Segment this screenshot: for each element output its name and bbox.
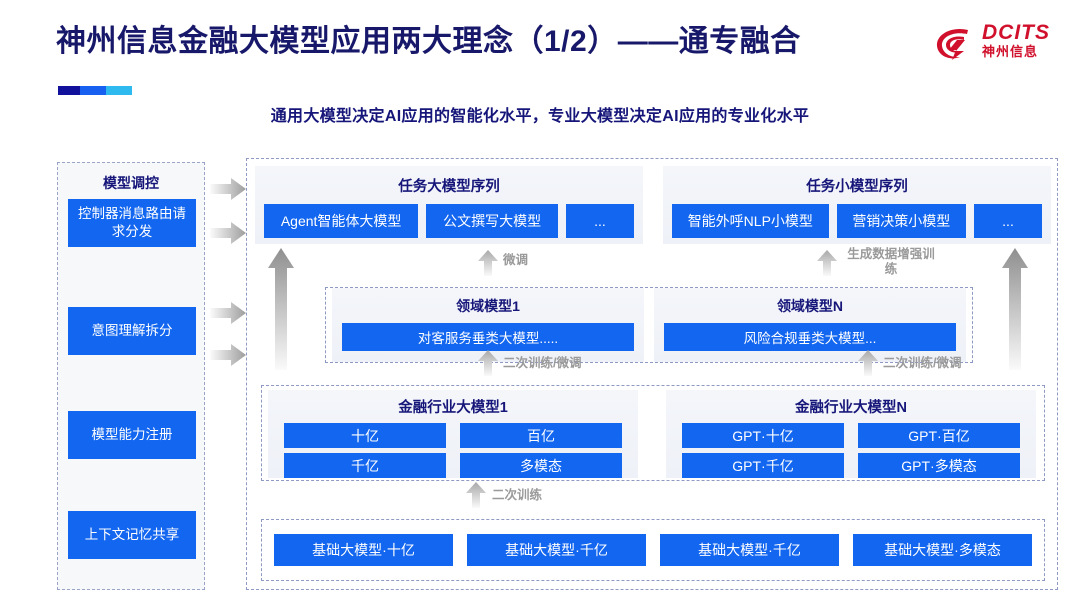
industry-cell-gpt-multimodal[interactable]: GPT·多模态 [858, 453, 1020, 478]
right-arrow-icon-2 [210, 222, 246, 244]
base-model-frame: 基础大模型·十亿 基础大模型·千亿 基础大模型·千亿 基础大模型·多模态 [261, 519, 1045, 581]
accent-segment-2 [80, 86, 106, 95]
task-box-more[interactable]: ... [566, 204, 634, 238]
task-group-title: 任务大模型序列 [398, 179, 500, 195]
domain-model-frame: 领域模型1 对客服务垂类大模型..... 领域模型N 风险合规垂类大模型... [325, 287, 973, 363]
control-panel: 模型调控 控制器消息路由请求分发 意图理解拆分 模型能力注册 上下文记忆共享 [57, 162, 205, 590]
industry-model-n: 金融行业大模型N GPT·十亿 GPT·百亿 GPT·千亿 GPT·多模态 [666, 390, 1036, 478]
task-group-title: 任务小模型序列 [806, 179, 908, 195]
industry-cell-100b[interactable]: 千亿 [284, 453, 446, 478]
industry-model-grid: 十亿 百亿 千亿 多模态 [268, 417, 638, 478]
up-arrow-icon-large-left [268, 248, 294, 370]
domain-model-title: 领域模型1 [456, 298, 520, 314]
task-group-box-row: Agent智能体大模型 公文撰写大模型 ... [255, 196, 643, 238]
right-arrow-icon-4 [210, 344, 246, 366]
arrow-label-fine-tune: 微调 [503, 253, 529, 267]
domain-model-n: 领域模型N 风险合规垂类大模型... [654, 288, 966, 362]
task-box-marketing[interactable]: 营销决策小模型 [836, 204, 967, 238]
up-arrow-icon-retrain-right [858, 350, 878, 376]
page-subtitle: 通用大模型决定AI应用的智能化水平，专业大模型决定AI应用的专业化水平 [270, 108, 810, 125]
up-arrow-icon-retrain-left [478, 350, 498, 376]
base-box-100b-a[interactable]: 基础大模型·千亿 [467, 534, 646, 566]
right-arrow-icon-3 [210, 302, 246, 324]
domain-model-box-customer-service[interactable]: 对客服务垂类大模型..... [342, 323, 634, 351]
control-item-context[interactable]: 上下文记忆共享 [68, 511, 196, 559]
base-model-row: 基础大模型·十亿 基础大模型·千亿 基础大模型·千亿 基础大模型·多模态 [262, 520, 1044, 566]
industry-model-title: 金融行业大模型1 [398, 400, 508, 416]
task-box-document[interactable]: 公文撰写大模型 [426, 204, 558, 238]
base-box-1b[interactable]: 基础大模型·十亿 [274, 534, 453, 566]
industry-model-frame: 金融行业大模型1 十亿 百亿 千亿 多模态 金融行业大模型N GPT·十亿 GP… [261, 385, 1045, 481]
accent-segment-1 [58, 86, 80, 95]
industry-model-1: 金融行业大模型1 十亿 百亿 千亿 多模态 [268, 390, 638, 478]
domain-model-1: 领域模型1 对客服务垂类大模型..... [332, 288, 644, 362]
logo-chinese-name: 神州信息 [982, 44, 1039, 59]
industry-cell-gpt-100b[interactable]: GPT·千亿 [682, 453, 844, 478]
right-arrow-icon-1 [210, 178, 246, 200]
task-group-box-row: 智能外呼NLP小模型 营销决策小模型 ... [663, 196, 1051, 238]
up-arrow-icon-retrain-base [466, 482, 486, 508]
industry-cell-multimodal[interactable]: 多模态 [460, 453, 622, 478]
arrow-label-retrain: 二次训练 [492, 488, 543, 502]
logo-text: DCITS 神州信息 [982, 22, 1050, 60]
control-item-intent[interactable]: 意图理解拆分 [68, 307, 196, 355]
up-arrow-icon-large-right [1002, 248, 1028, 370]
industry-cell-gpt-10b[interactable]: GPT·百亿 [858, 423, 1020, 448]
control-item-registry[interactable]: 模型能力注册 [68, 411, 196, 459]
industry-cell-1b[interactable]: 十亿 [284, 423, 446, 448]
base-box-multimodal[interactable]: 基础大模型·多模态 [853, 534, 1032, 566]
task-box-outbound-nlp[interactable]: 智能外呼NLP小模型 [672, 204, 829, 238]
page-title: 神州信息金融大模型应用两大理念（1/2）——通专融合 [56, 25, 801, 58]
accent-bar [58, 86, 132, 95]
industry-model-title: 金融行业大模型N [795, 400, 907, 416]
accent-segment-3 [106, 86, 132, 95]
task-group-small-models: 任务小模型序列 智能外呼NLP小模型 营销决策小模型 ... [663, 166, 1051, 244]
industry-model-grid: GPT·十亿 GPT·百亿 GPT·千亿 GPT·多模态 [666, 417, 1036, 478]
industry-cell-10b[interactable]: 百亿 [460, 423, 622, 448]
task-box-agent[interactable]: Agent智能体大模型 [264, 204, 419, 238]
control-item-router[interactable]: 控制器消息路由请求分发 [68, 199, 196, 247]
company-logo: DCITS 神州信息 [934, 20, 1066, 72]
control-panel-title: 模型调控 [103, 175, 159, 191]
up-arrow-icon-augment [817, 250, 837, 276]
swirl-logo-icon [936, 28, 968, 60]
arrow-label-retrain-finetune-left: 二次训练/微调 [503, 356, 582, 370]
task-box-more[interactable]: ... [974, 204, 1043, 238]
logo-english-name: DCITS [982, 21, 1050, 44]
arrow-label-retrain-finetune-right: 二次训练/微调 [883, 356, 962, 370]
industry-cell-gpt-1b[interactable]: GPT·十亿 [682, 423, 844, 448]
task-group-large-models: 任务大模型序列 Agent智能体大模型 公文撰写大模型 ... [255, 166, 643, 244]
domain-model-box-risk-compliance[interactable]: 风险合规垂类大模型... [664, 323, 956, 351]
arrow-label-data-augment: 生成数据增强训练 [847, 247, 935, 276]
up-arrow-icon-finetune-left [478, 250, 498, 276]
domain-model-title: 领域模型N [776, 298, 844, 314]
architecture-frame: 任务大模型序列 Agent智能体大模型 公文撰写大模型 ... 任务小模型序列 … [246, 158, 1058, 590]
base-box-100b-b[interactable]: 基础大模型·千亿 [660, 534, 839, 566]
